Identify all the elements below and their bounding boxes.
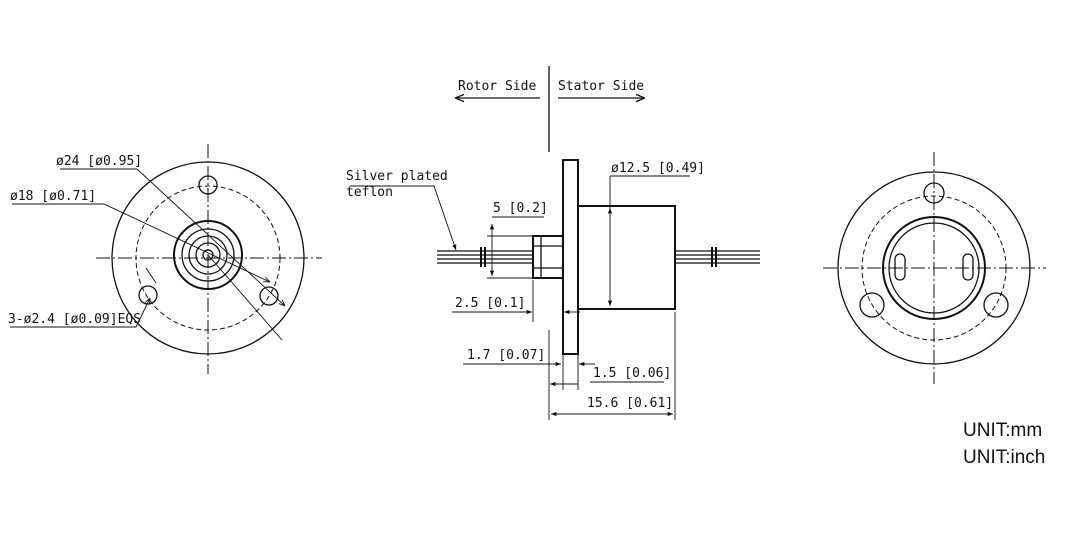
rotor-wires [437,247,533,267]
holes-leader-tick [145,267,157,284]
rear-body-outer [882,216,986,320]
body-diameter-label: ø12.5 [0.49] [611,161,705,176]
holes-label: 3-ø2.4 [ø0.09]EQS [8,312,141,327]
rear-slot-right [962,253,974,281]
rear-slot-left [894,253,906,281]
outer-diameter-leader [60,168,285,306]
mount-hole-top [198,175,218,195]
stator-side-label: Stator Side [558,79,644,94]
mount-hole-right [259,286,279,306]
stator-wires [675,247,760,267]
rotor-mid-ring [181,228,235,282]
gap-label: 1.5 [0.06] [593,366,671,381]
flange-thickness-label: 1.7 [0.07] [467,348,545,363]
wire-note-line1: Silver plated [346,169,448,184]
front-view: ø24 [ø0.95] ø18 [ø0.71] 3-ø2.4 [ø0.09]EQ… [8,144,322,374]
flange-offset-label: 2.5 [0.1] [455,296,525,311]
holes-leader [10,298,150,328]
flange [562,159,579,355]
wire-note-line2: teflon [346,185,393,200]
shaft-ring [195,242,221,268]
rear-hole-left [859,292,885,318]
rotor-hub [532,235,564,279]
bolt-circle-leader [12,203,270,282]
rotor-side-label: Rotor Side [458,79,536,94]
shaft-length-label: 5 [0.2] [493,201,548,216]
rear-view [823,152,1046,384]
rear-hole-top [923,182,945,204]
rear-hole-right [983,292,1009,318]
unit-inch-label: UNIT:inch [963,447,1045,468]
wire-note-leader [350,185,457,251]
stator-body [577,205,676,310]
total-length-label: 15.6 [0.61] [587,396,673,411]
side-view: Rotor Side Stator Side [346,66,760,420]
outer-diameter-label: ø24 [ø0.95] [56,154,142,169]
bolt-circle-label: ø18 [ø0.71] [10,189,96,204]
unit-mm-label: UNIT:mm [963,420,1042,441]
rotor-inner-ring [188,235,228,275]
rear-body-inner [888,222,980,314]
radius-line [207,254,283,341]
rotor-outer-ring [173,220,243,290]
